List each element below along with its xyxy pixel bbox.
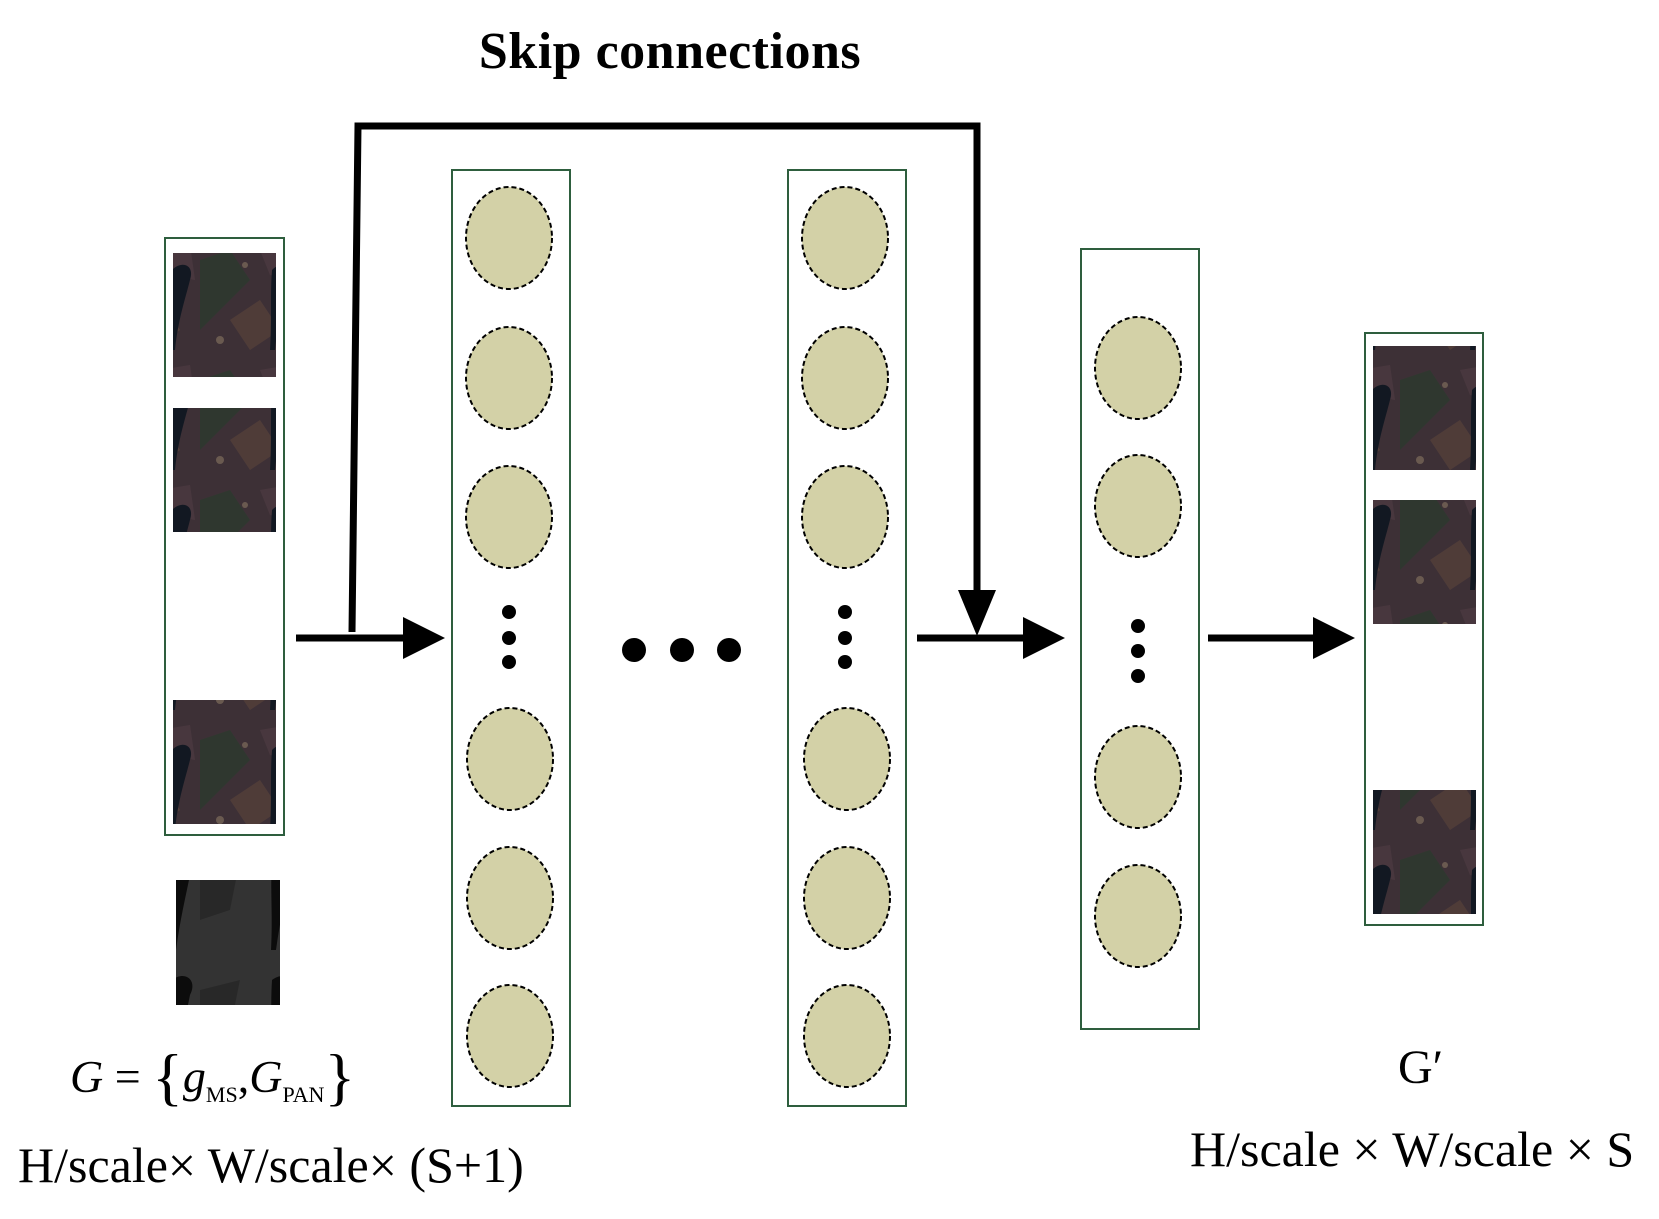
node <box>801 186 889 290</box>
output-dimensions: H/scale × W/scale × S <box>1190 1121 1635 1177</box>
output-image-2 <box>1373 500 1476 624</box>
node <box>803 984 891 1088</box>
node <box>465 465 553 569</box>
hidden-layer-n-nodes <box>801 186 891 1088</box>
ms-image-1 <box>173 253 276 377</box>
formula-Gpan: G <box>249 1051 283 1102</box>
input-dimensions: H/scale× W/scale× (S+1) <box>18 1137 524 1193</box>
ellipsis-dot <box>838 655 852 669</box>
output-image-1 <box>1373 346 1476 470</box>
node <box>803 846 891 950</box>
ellipsis-dot <box>502 655 516 669</box>
input-panel <box>164 237 285 836</box>
output-layer-panel <box>1080 248 1200 1030</box>
output-image-panel <box>1364 332 1484 926</box>
formula-G: G <box>70 1051 104 1102</box>
node <box>1094 864 1182 968</box>
node <box>801 326 889 430</box>
hidden-layer-n-panel <box>787 169 907 1107</box>
ms-image-3 <box>173 700 276 824</box>
node <box>465 326 553 430</box>
ellipsis-dot <box>838 631 852 645</box>
output-label: G′ <box>1398 1041 1444 1094</box>
ms-image-2 <box>173 408 276 532</box>
hidden-layer-1-nodes <box>465 186 554 1088</box>
ellipsis-dot <box>1131 619 1145 633</box>
ellipsis-dot <box>502 631 516 645</box>
node <box>466 707 554 811</box>
layers-ellipsis <box>622 638 741 662</box>
node <box>466 846 554 950</box>
hidden-layer-1-panel <box>451 169 571 1107</box>
node <box>466 984 554 1088</box>
ellipsis-dot <box>1131 644 1145 658</box>
node <box>801 465 889 569</box>
node <box>1094 316 1182 420</box>
pan-image <box>176 880 280 1005</box>
node <box>465 186 553 290</box>
formula-equals: = <box>114 1051 141 1102</box>
node <box>1094 454 1182 558</box>
formula-g: g <box>182 1051 206 1102</box>
ellipsis-dot <box>1131 669 1145 683</box>
formula-open-brace: { <box>152 1041 183 1112</box>
skip-connection-path <box>348 122 996 636</box>
output-layer-nodes <box>1094 316 1182 968</box>
formula-comma: , <box>237 1051 250 1102</box>
formula-ms-subscript: MS <box>205 1082 238 1107</box>
node <box>1094 725 1182 829</box>
formula-pan-subscript: PAN <box>282 1082 325 1107</box>
ellipsis-dot <box>502 605 516 619</box>
ellipsis-dot <box>838 605 852 619</box>
formula-close-brace: } <box>324 1041 356 1112</box>
arrow-layer-n-to-output-layer <box>917 617 1065 659</box>
skip-connections-label: Skip connections <box>478 23 862 80</box>
node <box>803 707 891 811</box>
input-formula: G = {gMS,GPAN} <box>70 1040 355 1114</box>
output-image-3 <box>1373 790 1476 914</box>
arrow-output-layer-to-result <box>1208 617 1355 659</box>
arrow-input-to-layer1 <box>296 617 445 659</box>
